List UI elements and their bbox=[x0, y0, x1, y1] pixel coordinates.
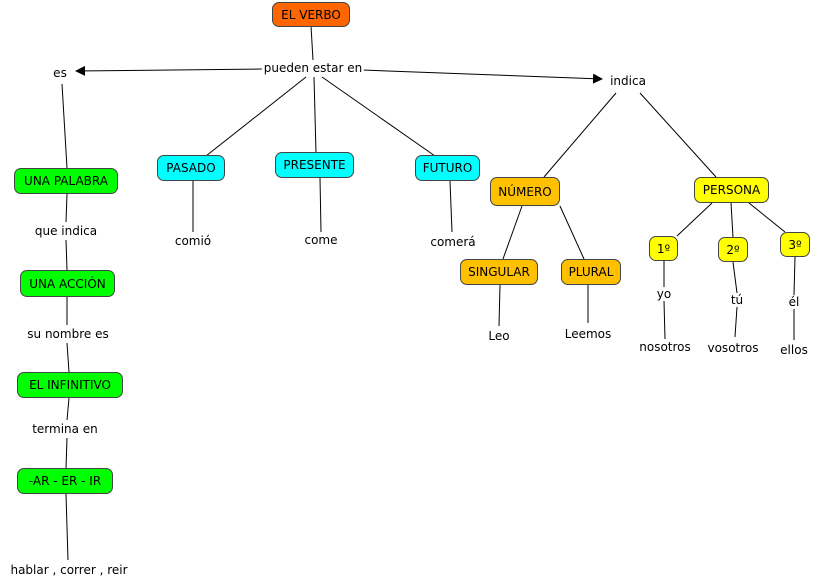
link-persona-p2 bbox=[730, 202, 734, 238]
label-leemos: Leemos bbox=[562, 327, 614, 341]
link-pueden-futuro bbox=[321, 76, 436, 157]
link-tu-vosotros bbox=[734, 306, 738, 338]
link-singular-leo bbox=[498, 284, 501, 327]
link-pueden-presente bbox=[313, 76, 317, 154]
label-tu: tú bbox=[728, 293, 746, 307]
node-el-verbo[interactable]: EL VERBO bbox=[272, 2, 350, 27]
node-segunda-persona[interactable]: 2º bbox=[718, 237, 748, 262]
label-come: come bbox=[302, 233, 340, 247]
label-que-indica: que indica bbox=[32, 224, 100, 238]
node-el-infinitivo[interactable]: EL INFINITIVO bbox=[17, 372, 123, 398]
link-verbo-pueden bbox=[310, 25, 314, 61]
link-futuro-comera bbox=[449, 180, 453, 233]
label-es: es bbox=[51, 66, 69, 80]
link-ar-hablar bbox=[65, 493, 69, 561]
link-p3-el bbox=[793, 256, 796, 296]
link-pueden-indica bbox=[361, 69, 603, 84]
label-vosotros: vosotros bbox=[705, 341, 761, 355]
link-yo-nosotros bbox=[663, 300, 666, 340]
label-yo: yo bbox=[654, 287, 674, 301]
link-numero-singular bbox=[502, 205, 523, 260]
label-pueden-estar-en: pueden estar en bbox=[261, 61, 365, 75]
link-queindica-accion bbox=[65, 239, 68, 271]
node-plural[interactable]: PLURAL bbox=[561, 259, 621, 285]
link-palabra-queindica bbox=[65, 193, 68, 223]
node-futuro[interactable]: FUTURO bbox=[415, 155, 480, 181]
link-indica-numero bbox=[543, 92, 617, 178]
link-numero-plural bbox=[559, 205, 585, 260]
node-una-accion[interactable]: UNA ACCIÓN bbox=[20, 270, 115, 297]
link-pueden-es bbox=[75, 65, 263, 76]
label-el: él bbox=[786, 295, 802, 309]
label-su-nombre-es: su nombre es bbox=[25, 327, 111, 341]
link-p2-tu bbox=[732, 261, 738, 294]
link-indica-persona bbox=[639, 92, 717, 178]
label-nosotros: nosotros bbox=[637, 340, 693, 354]
node-persona[interactable]: PERSONA bbox=[694, 177, 769, 203]
node-singular[interactable]: SINGULAR bbox=[460, 259, 538, 285]
node-numero[interactable]: NÚMERO bbox=[490, 177, 560, 206]
link-infinitivo-termina bbox=[66, 397, 70, 421]
link-sunombre-infinitivo bbox=[66, 342, 70, 373]
label-indica: indica bbox=[608, 74, 648, 88]
link-persona-p1 bbox=[676, 202, 713, 237]
label-comio: comió bbox=[172, 234, 214, 248]
label-leo: Leo bbox=[486, 329, 512, 343]
node-presente[interactable]: PRESENTE bbox=[275, 152, 354, 178]
node-pasado[interactable]: PASADO bbox=[157, 155, 225, 181]
label-comera: comerá bbox=[428, 235, 478, 249]
label-hablar-correr-reir: hablar , correr , reir bbox=[8, 563, 130, 577]
node-ar-er-ir[interactable]: -AR - ER - IR bbox=[17, 468, 113, 494]
node-primera-persona[interactable]: 1º bbox=[649, 236, 678, 261]
link-es-palabra bbox=[61, 83, 68, 169]
link-termina-ar bbox=[65, 437, 68, 469]
link-persona-p3 bbox=[748, 202, 786, 233]
label-termina-en: termina en bbox=[30, 422, 100, 436]
link-pueden-pasado bbox=[205, 76, 307, 157]
label-ellos: ellos bbox=[778, 343, 810, 357]
link-presente-come bbox=[319, 177, 322, 233]
node-tercera-persona[interactable]: 3º bbox=[780, 232, 810, 257]
node-una-palabra[interactable]: UNA PALABRA bbox=[14, 168, 118, 194]
